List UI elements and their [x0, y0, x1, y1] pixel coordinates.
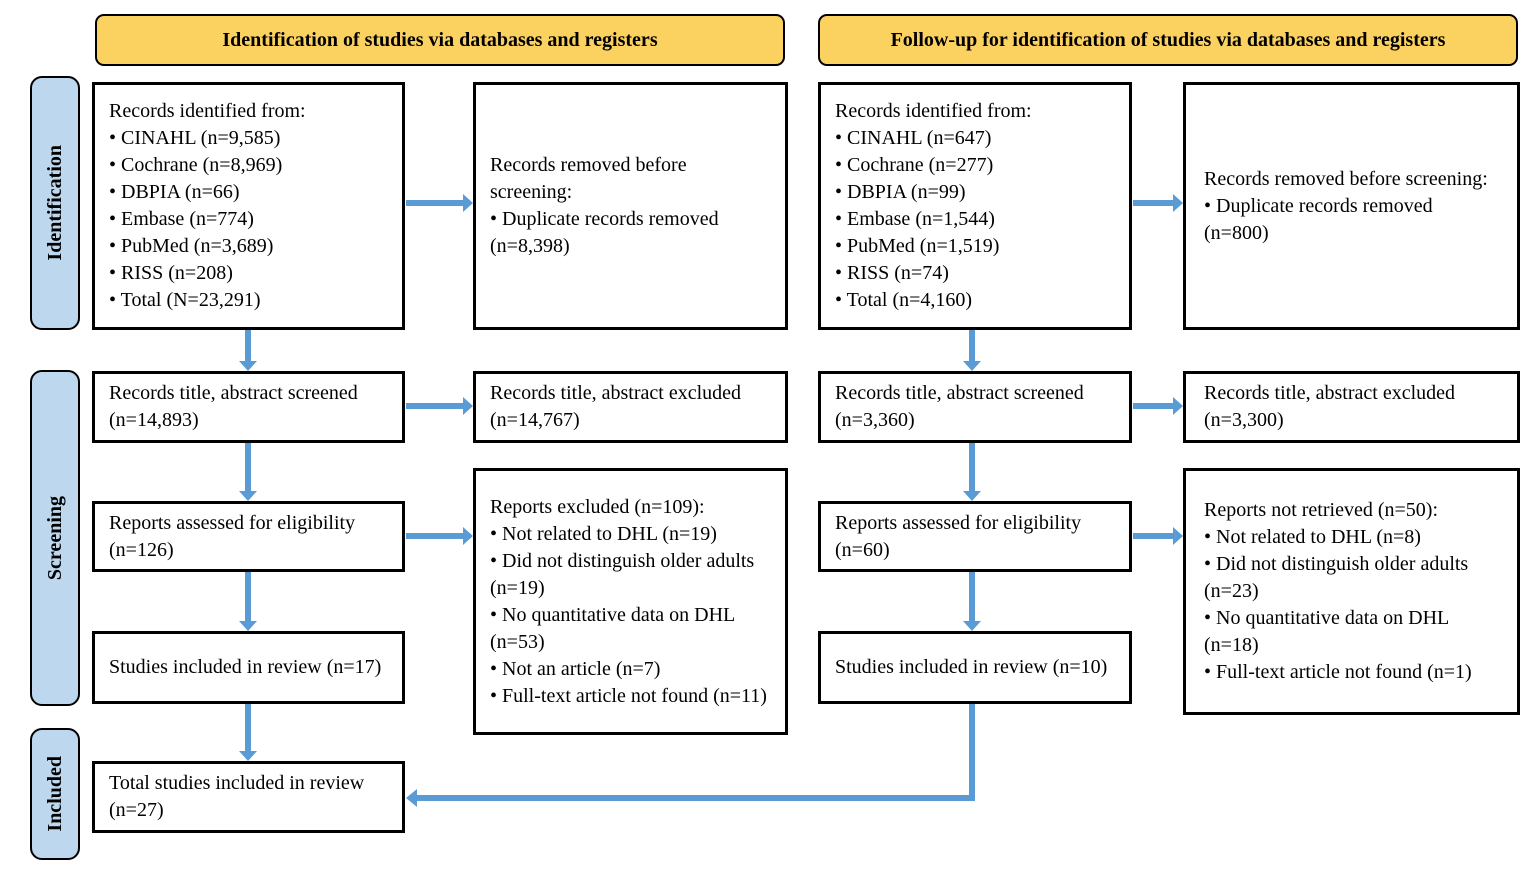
text-line: • Did not distinguish older adults (n=19… [490, 549, 755, 599]
box-records-screened-right: Records title, abstract screened (n=3,36… [818, 371, 1132, 443]
arrow-assessed-to-included-right [963, 572, 981, 631]
text-line: Reports assessed for eligibility (n=126) [109, 511, 356, 561]
text-line: Records title, abstract screened (n=3,36… [835, 382, 1084, 431]
text-line: • Total (N=23,291) [109, 289, 261, 311]
text-line: Records identified from: [109, 100, 306, 122]
text-line: • CINAHL (n=647) [835, 127, 992, 149]
text-line: Reports assessed for eligibility (n=60) [835, 511, 1082, 561]
arrow-assessed-to-reports-excluded-left [406, 527, 473, 545]
text-line: • DBPIA (n=99) [835, 181, 966, 203]
text-line: Studies included in review (n=17) [109, 656, 382, 678]
text-line: • Cochrane (n=8,969) [109, 154, 283, 176]
arrow-screened-to-assessed-left [239, 443, 257, 501]
box-records-screened-left: Records title, abstract screened (n=14,8… [92, 371, 405, 443]
box-records-identified-left: Records identified from: • CINAHL (n=9,58… [92, 82, 405, 330]
stage-screening: Screening [30, 370, 80, 706]
arrow-identified-to-removed-right [1133, 194, 1183, 212]
text-line: • Did not distinguish older adults (n=23… [1204, 553, 1469, 602]
arrow-right-included-to-total-vertical [969, 704, 975, 801]
stage-included: Included [30, 728, 80, 860]
box-records-excluded-left: Records title, abstract excluded (n=14,7… [473, 371, 788, 443]
arrow-assessed-to-not-retrieved-right [1133, 527, 1183, 545]
box-studies-included-left: Studies included in review (n=17) [92, 631, 405, 704]
text-line: • Not related to DHL (n=8) [1204, 526, 1421, 548]
text-line: • Full-text article not found (n=1) [1204, 661, 1472, 683]
text-line: Records title, abstract screened (n=14,8… [109, 382, 358, 431]
box-records-removed-right: Records removed before screening: • Dupli… [1183, 82, 1520, 330]
text-line: • Not related to DHL (n=19) [490, 522, 717, 545]
text-line: • PubMed (n=1,519) [835, 235, 1000, 257]
box-records-removed-left: Records removed before screening: • Dupli… [473, 82, 788, 330]
text-line: • Not an article (n=7) [490, 657, 661, 680]
stage-included-label: Included [43, 756, 66, 832]
box-reports-excluded-left: Reports excluded (n=109): • Not related t… [473, 468, 788, 735]
arrow-screened-to-excluded-left [406, 397, 473, 415]
text-line: • DBPIA (n=66) [109, 181, 240, 203]
stage-identification-label: Identification [43, 145, 66, 261]
text-line: Studies included in review (n=10) [835, 656, 1108, 678]
header-followup-identification: Follow-up for identification of studies … [818, 14, 1518, 66]
text-line: Total studies included in review (n=27) [109, 772, 365, 821]
text-line: • Duplicate records removed (n=8,398) [490, 208, 719, 257]
header-left-label: Identification of studies via databases … [222, 28, 658, 51]
text-line: • Total (n=4,160) [835, 289, 973, 311]
text-line: Records removed before screening: [1204, 167, 1488, 190]
box-reports-not-retrieved-right: Reports not retrieved (n=50): • Not relat… [1183, 468, 1520, 715]
stage-screening-label: Screening [43, 495, 66, 581]
box-records-excluded-right: Records title, abstract excluded (n=3,30… [1183, 371, 1520, 443]
box-total-studies-included: Total studies included in review (n=27) [92, 761, 405, 833]
text-line: Reports excluded (n=109): [490, 495, 705, 518]
header-right-label: Follow-up for identification of studies … [890, 28, 1446, 51]
arrow-identified-to-screened-right [963, 330, 981, 371]
text-line: • PubMed (n=3,689) [109, 235, 274, 257]
box-reports-assessed-left: Reports assessed for eligibility (n=126) [92, 501, 405, 572]
text-line: Records removed before screening: [490, 154, 687, 203]
text-line: • Duplicate records removed (n=800) [1204, 194, 1433, 244]
text-line: • Cochrane (n=277) [835, 154, 994, 176]
arrow-screened-to-assessed-right [963, 443, 981, 501]
arrow-included-to-total [239, 704, 257, 761]
header-identification-databases: Identification of studies via databases … [95, 14, 785, 66]
arrow-screened-to-excluded-right [1133, 397, 1183, 415]
text-line: • RISS (n=74) [835, 262, 949, 284]
text-line: • No quantitative data on DHL (n=18) [1204, 607, 1449, 656]
text-line: • Embase (n=774) [109, 208, 254, 230]
arrow-identified-to-screened-left [239, 330, 257, 371]
arrow-identified-to-removed-left [406, 194, 473, 212]
text-line: • No quantitative data on DHL (n=53) [490, 603, 735, 653]
box-reports-assessed-right: Reports assessed for eligibility (n=60) [818, 501, 1132, 572]
stage-identification: Identification [30, 76, 80, 330]
box-records-identified-right: Records identified from: • CINAHL (n=647)… [818, 82, 1132, 330]
text-line: Records identified from: [835, 100, 1032, 122]
box-studies-included-right: Studies included in review (n=10) [818, 631, 1132, 704]
text-line: • Full-text article not found (n=11) [490, 684, 767, 707]
arrow-right-included-to-total-horizontal [406, 789, 975, 807]
text-line: • Embase (n=1,544) [835, 208, 995, 230]
text-line: • CINAHL (n=9,585) [109, 127, 281, 149]
text-line: Records title, abstract excluded (n=3,30… [1204, 382, 1456, 431]
arrow-assessed-to-included-left [239, 572, 257, 631]
text-line: Records title, abstract excluded (n=14,7… [490, 382, 742, 431]
text-line: • RISS (n=208) [109, 262, 233, 284]
text-line: Reports not retrieved (n=50): [1204, 499, 1438, 521]
